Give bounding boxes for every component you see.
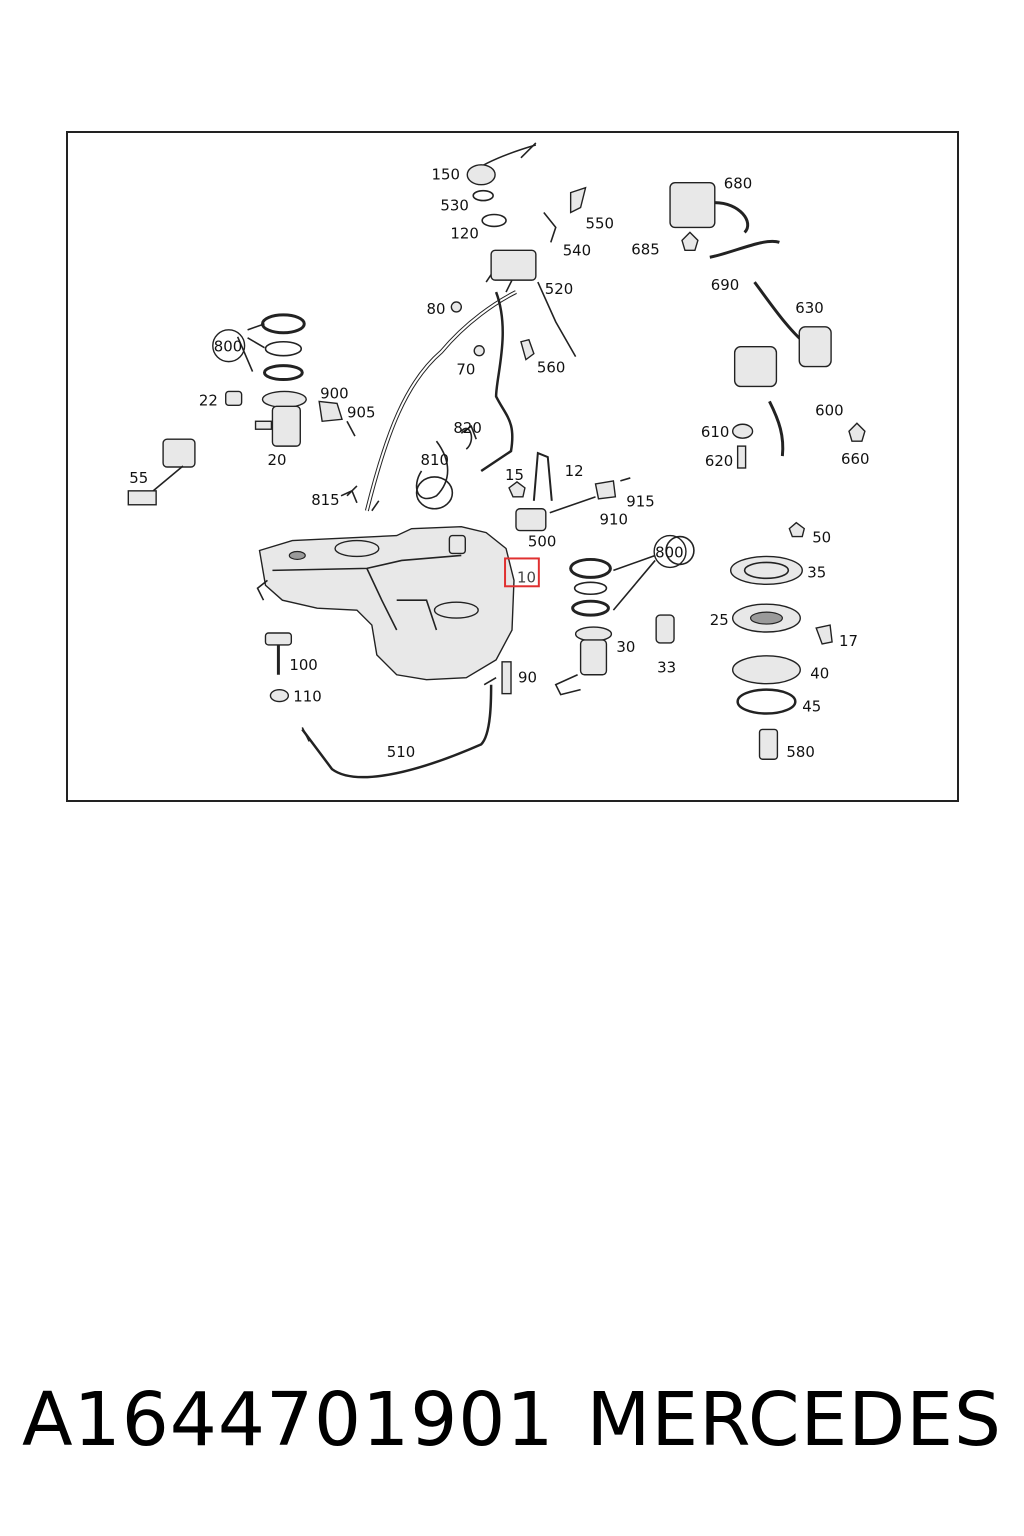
part-label-120[interactable]: 120 <box>450 224 478 242</box>
part-label-820[interactable]: 820 <box>453 419 481 437</box>
part-label-550[interactable]: 550 <box>586 214 614 232</box>
part-label-20[interactable]: 20 <box>267 451 286 469</box>
part-label-100[interactable]: 100 <box>289 656 317 674</box>
part-label-620[interactable]: 620 <box>705 452 733 470</box>
bottom-parts-drawing <box>264 632 512 779</box>
part-label-530[interactable]: 530 <box>440 197 468 215</box>
part-label-800-right[interactable]: 800 <box>655 543 683 561</box>
part-label-35[interactable]: 35 <box>807 563 826 581</box>
part-label-15[interactable]: 15 <box>505 466 524 484</box>
part-label-150[interactable]: 150 <box>431 166 459 184</box>
part-label-10-highlighted[interactable]: 10 <box>517 568 536 586</box>
caption-bar: A1644701901 MERCEDES <box>0 1370 1024 1470</box>
brand-text: MERCEDES <box>586 1377 1002 1463</box>
part-label-815[interactable]: 815 <box>311 491 339 509</box>
part-label-600[interactable]: 600 <box>815 401 843 419</box>
part-label-40[interactable]: 40 <box>810 665 829 683</box>
callout-circle-800-left <box>212 329 246 363</box>
filler-neck-drawing <box>340 142 587 512</box>
part-label-80[interactable]: 80 <box>427 300 446 318</box>
exploded-view-drawing: 150 530 120 550 540 520 80 70 560 680 68… <box>127 142 869 779</box>
part-label-50[interactable]: 50 <box>812 529 831 547</box>
part-label-685[interactable]: 685 <box>631 240 659 258</box>
part-label-520[interactable]: 520 <box>545 280 573 298</box>
part-label-17[interactable]: 17 <box>839 632 858 650</box>
callout-circle-800-right <box>653 534 687 569</box>
part-label-22[interactable]: 22 <box>199 391 218 409</box>
part-label-630[interactable]: 630 <box>795 299 823 317</box>
part-label-810[interactable]: 810 <box>421 451 449 469</box>
part-label-915[interactable]: 915 <box>626 493 654 511</box>
part-label-33[interactable]: 33 <box>657 659 676 677</box>
highlighted-part-box <box>504 557 540 588</box>
part-label-90[interactable]: 90 <box>518 669 537 687</box>
parts-diagram: 150 530 120 550 540 520 80 70 560 680 68… <box>66 131 959 802</box>
part-label-540[interactable]: 540 <box>563 241 591 259</box>
part-number-text: A1644701901 <box>22 1377 555 1463</box>
part-label-660[interactable]: 660 <box>841 450 869 468</box>
part-label-500[interactable]: 500 <box>528 533 556 551</box>
part-label-680[interactable]: 680 <box>724 175 752 193</box>
part-label-580[interactable]: 580 <box>786 743 814 761</box>
right-pump-drawing <box>554 535 695 696</box>
part-label-55[interactable]: 55 <box>129 469 148 487</box>
part-label-110[interactable]: 110 <box>293 688 321 706</box>
part-label-12[interactable]: 12 <box>565 462 584 480</box>
part-label-910[interactable]: 910 <box>599 511 627 529</box>
part-label-800-left[interactable]: 800 <box>214 338 242 356</box>
part-label-25[interactable]: 25 <box>710 611 729 629</box>
evap-system-drawing <box>669 182 866 469</box>
part-label-45[interactable]: 45 <box>802 698 821 716</box>
locking-ring-drawing <box>729 521 833 760</box>
part-label-510[interactable]: 510 <box>387 743 415 761</box>
part-label-30[interactable]: 30 <box>616 638 635 656</box>
fuel-tank-drawing <box>256 525 515 681</box>
part-label-610[interactable]: 610 <box>701 423 729 441</box>
part-label-900[interactable]: 900 <box>320 384 348 402</box>
part-label-905[interactable]: 905 <box>347 403 375 421</box>
left-pump-drawing <box>127 313 356 506</box>
small-parts-drawing <box>346 427 631 532</box>
part-label-560[interactable]: 560 <box>537 359 565 377</box>
part-labels: 150 530 120 550 540 520 80 70 560 680 68… <box>129 166 869 762</box>
part-label-690[interactable]: 690 <box>711 276 739 294</box>
part-label-70[interactable]: 70 <box>456 361 475 379</box>
